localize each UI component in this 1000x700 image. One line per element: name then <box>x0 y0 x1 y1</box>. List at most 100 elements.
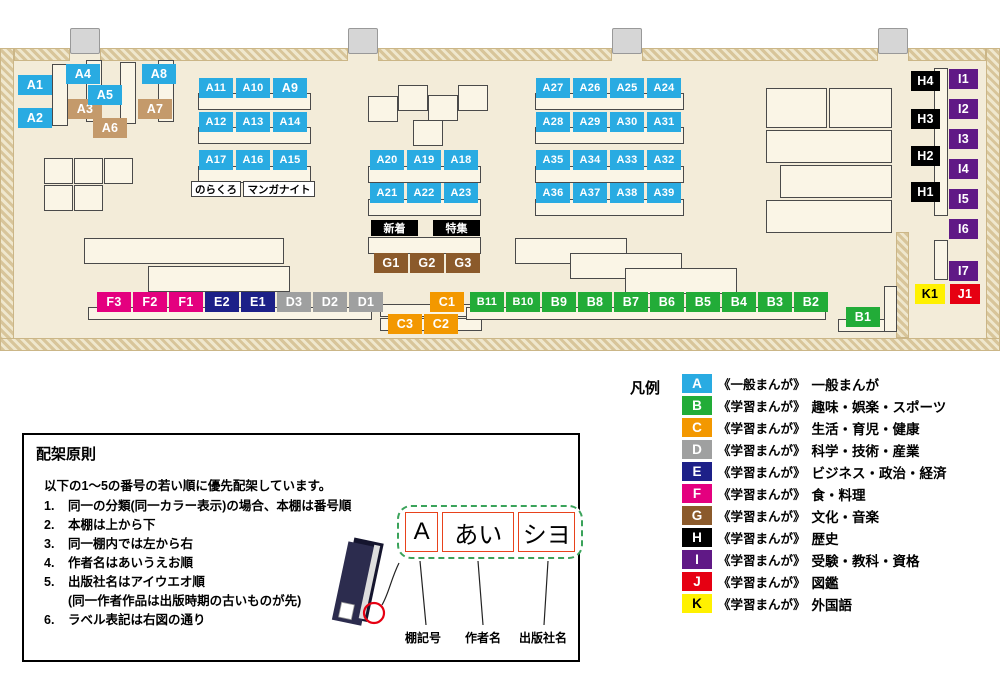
shelf-label-I7: I7 <box>949 261 978 281</box>
rule-text: ラベル表記は右図の通り <box>68 613 206 627</box>
shelf-block <box>535 127 684 144</box>
spine-label-example: A あい シヨ <box>397 505 583 559</box>
shelf-label-G2: G2 <box>410 253 444 273</box>
entrance-door <box>878 28 908 54</box>
principles-rule-5: 5.出版社名はアイウエオ順 <box>44 573 351 592</box>
shelf-label-A18: A18 <box>444 150 478 170</box>
legend-item-G: G《学習まんが》文化・音楽 <box>682 506 1000 525</box>
legend-category-label: ビジネス・政治・経済 <box>811 465 947 481</box>
shelf-label-A37: A37 <box>573 183 607 203</box>
legend-series-label: 《学習まんが》 <box>718 554 806 568</box>
map-label-tokushu: 特集 <box>433 220 480 236</box>
legend-series-label: 《学習まんが》 <box>718 598 806 612</box>
wall-segment <box>0 338 1000 351</box>
legend-category-label: 外国語 <box>811 597 853 613</box>
map-label-shinchaku: 新着 <box>371 220 418 236</box>
shelf-label-B5: B5 <box>686 292 720 312</box>
shelf-label-H4: H4 <box>911 71 940 91</box>
shelf-label-A21: A21 <box>370 183 404 203</box>
shelf-label-A10: A10 <box>236 78 270 98</box>
principles-rule-1: 1.同一の分類(同一カラー表示)の場合、本棚は番号順 <box>44 497 351 516</box>
wall-segment <box>100 48 348 61</box>
legend-series-label: 《学習まんが》 <box>718 532 806 546</box>
shelf-block <box>44 158 73 184</box>
entrance-door <box>348 28 378 54</box>
legend-swatch-E: E <box>682 462 712 481</box>
legend-title: 凡例 <box>630 380 661 397</box>
shelf-block <box>780 165 892 198</box>
shelf-block <box>74 185 103 211</box>
shelf-label-I2: I2 <box>949 99 978 119</box>
entrance-door <box>70 28 100 54</box>
shelf-label-A1: A1 <box>18 75 52 95</box>
shelf-label-A34: A34 <box>573 150 607 170</box>
legend-series-label: 《学習まんが》 <box>718 444 806 458</box>
rule-number: 2. <box>44 518 55 532</box>
shelf-block <box>104 158 133 184</box>
shelf-label-B9: B9 <box>542 292 576 312</box>
label-cell-publisher: シヨ <box>518 512 575 552</box>
shelf-label-I1: I1 <box>949 69 978 89</box>
legend-swatch-B: B <box>682 396 712 415</box>
shelf-label-A4: A4 <box>66 64 100 84</box>
legend-swatch-A: A <box>682 374 712 393</box>
shelf-label-C3: C3 <box>388 314 422 334</box>
legend-item-J: J《学習まんが》図鑑 <box>682 572 1000 591</box>
legend-item-A: A《一般まんが》一般まんが <box>682 374 1000 393</box>
rule-text: 作者名はあいうえお順 <box>68 556 194 570</box>
shelf-label-A14: A14 <box>273 112 307 132</box>
shelf-label-A39: A39 <box>647 183 681 203</box>
callout-curve <box>381 562 400 606</box>
shelf-label-A12: A12 <box>199 112 233 132</box>
shelf-label-A7: A7 <box>138 99 172 119</box>
legend-item-C: C《学習まんが》生活・育児・健康 <box>682 418 1000 437</box>
shelf-label-A19: A19 <box>407 150 441 170</box>
legend-category-label: 文化・音楽 <box>811 509 880 525</box>
principles-title: 配架原則 <box>36 446 97 463</box>
shelf-label-A6: A6 <box>93 118 127 138</box>
shelf-label-A33: A33 <box>610 150 644 170</box>
shelf-label-D1: D1 <box>349 292 383 312</box>
shelf-label-B3: B3 <box>758 292 792 312</box>
legend-swatch-C: C <box>682 418 712 437</box>
shelf-label-A28: A28 <box>536 112 570 132</box>
rule-number: 1. <box>44 499 55 513</box>
shelf-label-H1: H1 <box>911 182 940 202</box>
legend-series-label: 《学習まんが》 <box>718 510 806 524</box>
annotation-publisher: 出版社名 <box>519 631 568 645</box>
legend-category-label: 科学・技術・産業 <box>811 443 920 459</box>
shelf-label-F2: F2 <box>133 292 167 312</box>
shelf-label-F3: F3 <box>97 292 131 312</box>
shelf-label-A9: A9 <box>273 78 307 98</box>
shelf-label-A22: A22 <box>407 183 441 203</box>
shelf-label-H2: H2 <box>911 146 940 166</box>
shelf-block <box>458 85 488 111</box>
rule-text: (同一作者作品は出版時期の古いものが先) <box>68 594 302 608</box>
legend-category-label: 受験・教科・資格 <box>811 553 920 569</box>
shelf-block <box>535 93 684 110</box>
legend-category-label: 食・料理 <box>811 487 866 503</box>
shelving-principles-box: 配架原則 以下の1〜5の番号の若い順に優先配架しています。 1.同一の分類(同一… <box>22 433 583 662</box>
shelf-block <box>934 68 948 216</box>
shelf-block <box>44 185 73 211</box>
legend-series-label: 《学習まんが》 <box>718 422 806 436</box>
shelf-label-A26: A26 <box>573 78 607 98</box>
rule-text: 同一棚内では左から右 <box>68 537 194 551</box>
principles-rule-4: 4.作者名はあいうえお順 <box>44 554 351 573</box>
leader-line-shelf-code <box>419 560 427 626</box>
shelf-label-A27: A27 <box>536 78 570 98</box>
shelf-label-A24: A24 <box>647 78 681 98</box>
legend-item-K: K《学習まんが》外国語 <box>682 594 1000 613</box>
legend-item-E: E《学習まんが》ビジネス・政治・経済 <box>682 462 1000 481</box>
wall-segment <box>986 48 1000 350</box>
legend-series-label: 《一般まんが》 <box>718 378 806 392</box>
wall-segment <box>0 48 14 350</box>
legend-category-label: 図鑑 <box>811 575 839 591</box>
shelf-label-C1: C1 <box>430 292 464 312</box>
shelf-label-D3: D3 <box>277 292 311 312</box>
